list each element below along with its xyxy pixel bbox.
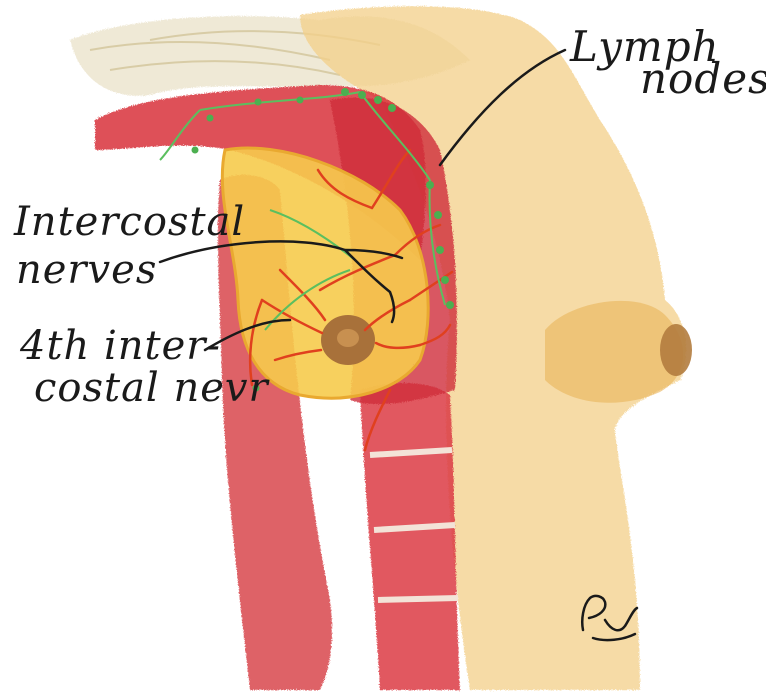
label-intercostal: Intercostal <box>14 202 245 242</box>
nipple <box>337 329 359 347</box>
artist-signature <box>575 590 655 650</box>
label-4th-inter: 4th inter- <box>20 326 221 366</box>
label-nerves: nerves <box>16 250 157 290</box>
label-nodes: nodes <box>640 58 766 100</box>
rectus-muscle <box>360 383 460 690</box>
right-nipple <box>660 324 692 376</box>
label-costal-nevr: costal nevr <box>34 368 269 408</box>
